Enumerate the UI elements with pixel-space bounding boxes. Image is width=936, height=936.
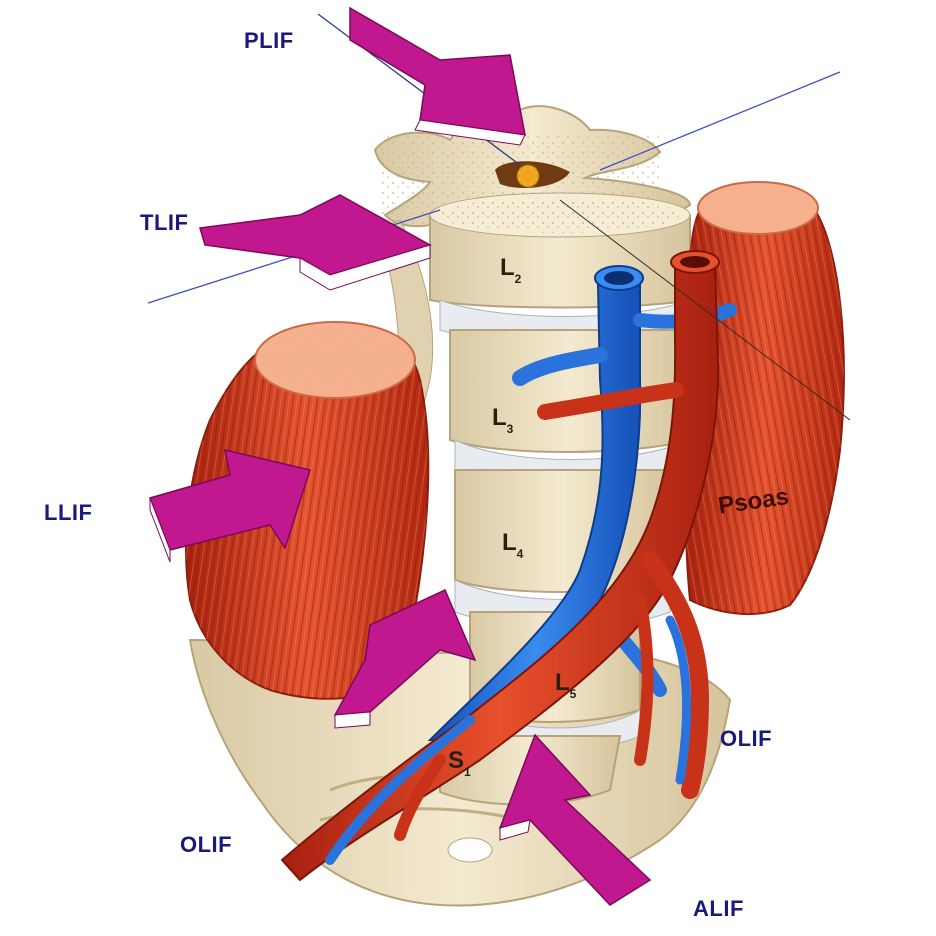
vertebra-label-l5: L5 <box>555 669 577 701</box>
vertebra-label-l3: L3 <box>492 404 514 436</box>
arrow-llif <box>149 449 311 563</box>
label-plif: PLIF <box>244 28 294 53</box>
label-olif-left: OLIF <box>180 832 233 857</box>
arrow-plif <box>349 6 526 146</box>
left-paraspinal-muscle <box>185 321 430 700</box>
label-olif-right: OLIF <box>720 726 773 751</box>
arrow-alif <box>498 733 652 906</box>
guide-line-axis <box>599 71 841 171</box>
label-llif: LLIF <box>44 500 93 525</box>
arrow-olif-left <box>333 588 477 729</box>
vertebra-label-l4: L4 <box>502 529 524 561</box>
arrow-tlif <box>199 194 432 291</box>
spinal-cord <box>516 164 540 188</box>
sacral-foramen <box>447 837 493 863</box>
great-vessels <box>280 250 737 882</box>
vertebra-label-l2: L2 <box>500 254 522 286</box>
vertebra-label-s1: S1 <box>448 747 471 779</box>
aorta <box>280 264 720 882</box>
guide-line-olif <box>559 199 851 421</box>
psoas-muscle <box>684 181 845 615</box>
label-alif: ALIF <box>693 896 744 921</box>
label-tlif: TLIF <box>140 210 189 235</box>
